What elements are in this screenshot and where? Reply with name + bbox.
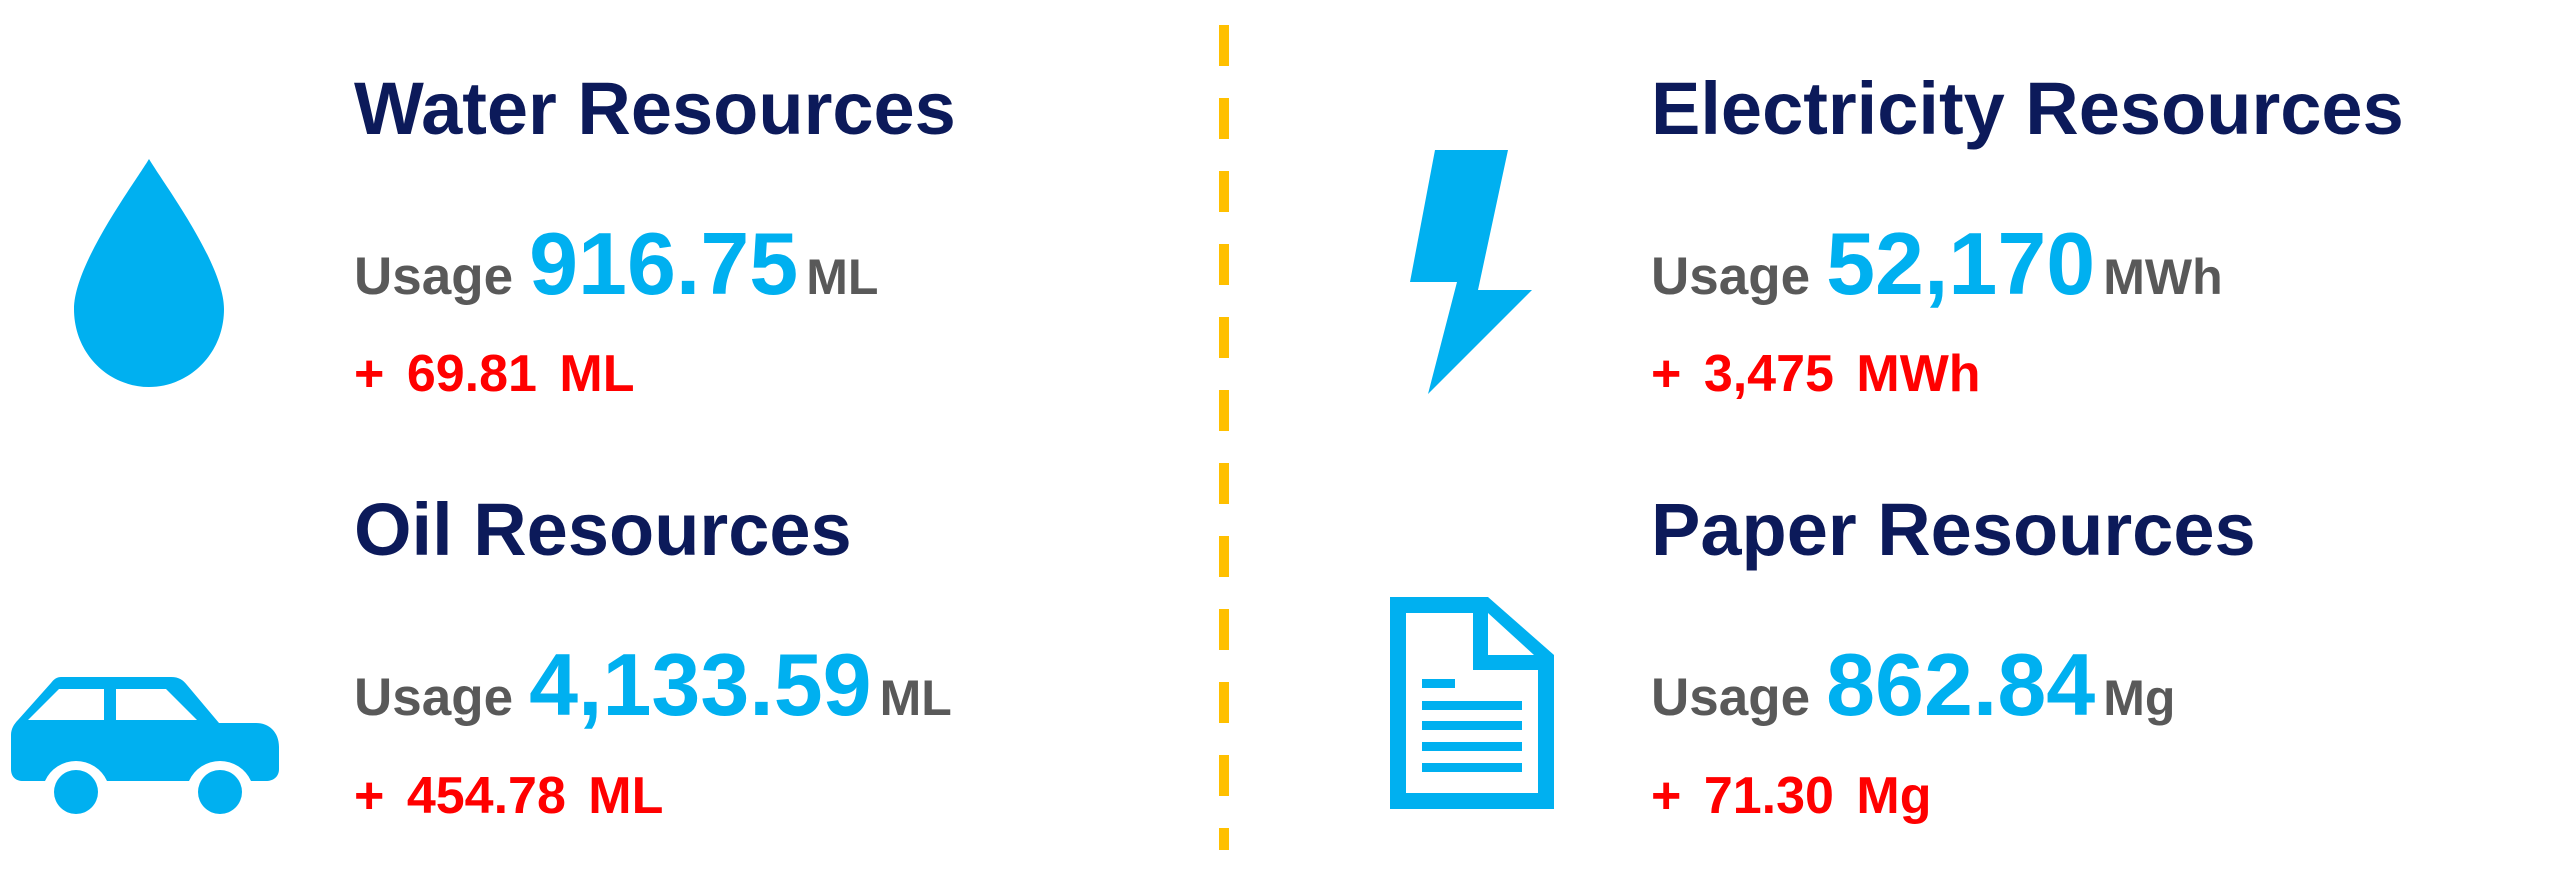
card-title: Water Resources xyxy=(354,67,956,150)
usage-unit: ML xyxy=(806,249,879,305)
usage-delta: + 71.30 Mg xyxy=(1651,767,1932,825)
usage-label: Usage xyxy=(354,668,514,727)
usage-unit: Mg xyxy=(2103,670,2176,726)
usage-value: 4,133.59 xyxy=(529,635,872,734)
card-title: Oil Resources xyxy=(354,488,852,571)
card-title: Paper Resources xyxy=(1651,488,2256,571)
usage-delta: + 69.81 ML xyxy=(354,345,635,403)
usage-delta: + 3,475 MWh xyxy=(1651,345,1981,403)
card-title: Electricity Resources xyxy=(1651,67,2404,150)
dashed-divider xyxy=(1219,25,1229,850)
car-icon xyxy=(11,677,279,815)
usage-value: 916.75 xyxy=(529,214,799,313)
usage-value: 862.84 xyxy=(1826,635,2096,734)
usage-unit: MWh xyxy=(2103,249,2223,305)
usage-delta: + 454.78 ML xyxy=(354,767,664,825)
usage-label: Usage xyxy=(1651,247,1811,306)
usage-value: 52,170 xyxy=(1826,214,2096,313)
water-drop-icon xyxy=(74,159,224,387)
lightning-bolt-icon xyxy=(1410,150,1532,394)
usage-label: Usage xyxy=(354,247,514,306)
usage-unit: ML xyxy=(879,670,952,726)
document-icon xyxy=(1390,597,1554,809)
usage-label: Usage xyxy=(1651,668,1811,727)
